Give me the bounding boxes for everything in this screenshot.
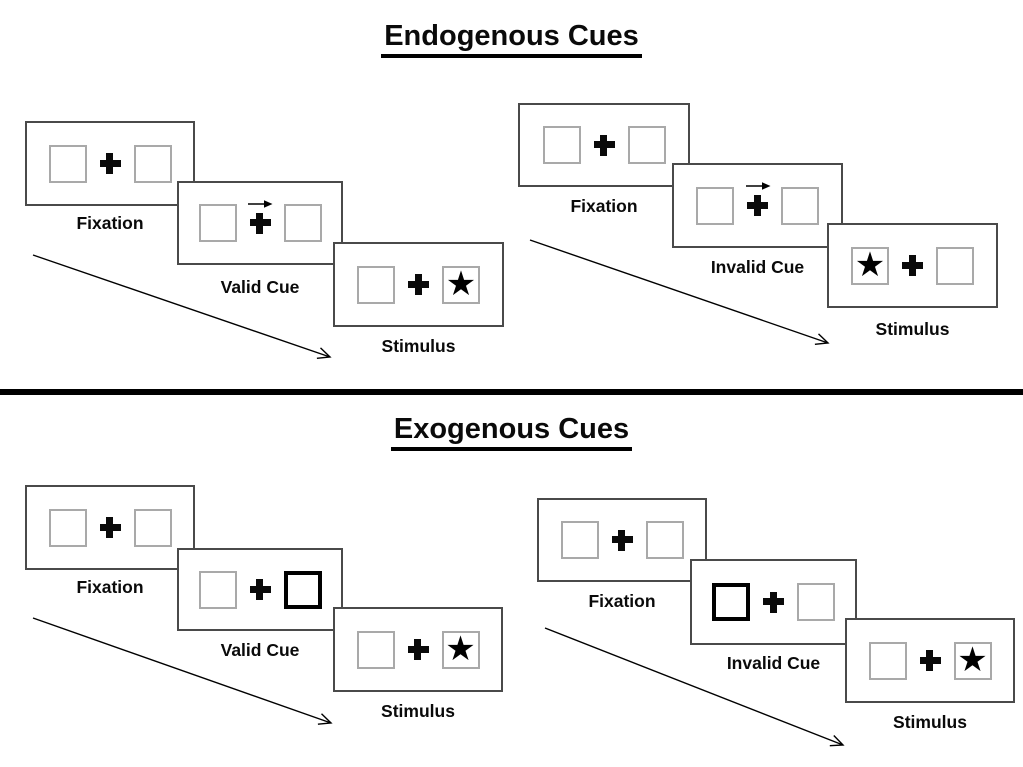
placeholder-box-left	[356, 630, 395, 669]
section-title-exogenous: Exogenous Cues	[0, 413, 1023, 451]
star-stimulus-icon: ★	[957, 639, 988, 680]
section-divider	[0, 389, 1023, 395]
fixation-cross-icon	[99, 153, 121, 174]
stimulus-panel: ★	[333, 242, 504, 327]
fixation-cross	[408, 274, 429, 295]
timeline-arrow-shaft	[544, 627, 844, 746]
panel-label-fixation: Fixation	[76, 213, 144, 233]
fixation-cross	[407, 639, 429, 660]
cue-panel	[672, 163, 843, 248]
fixation-cross	[902, 255, 923, 276]
timeline-arrow-exogenous-invalid	[544, 627, 845, 747]
panel-label-stimulus: Stimulus	[381, 701, 455, 721]
cue-highlight-box	[283, 570, 322, 609]
fixation-panel	[25, 121, 195, 206]
panel-label-cue: Valid Cue	[220, 277, 300, 297]
timeline-arrow-shaft	[32, 254, 331, 358]
timeline-arrow-head	[317, 713, 333, 725]
fixation-cross	[611, 529, 633, 551]
cue-panel	[690, 559, 857, 645]
star-box: ★	[851, 244, 889, 285]
panel-label-stimulus: Stimulus	[875, 319, 950, 339]
panel-label-fixation: Fixation	[76, 577, 144, 597]
section-title-text: Endogenous Cues	[381, 20, 642, 58]
placeholder-box-left	[48, 144, 87, 183]
timeline-arrow-head	[829, 735, 845, 747]
fixation-panel	[518, 103, 690, 187]
timeline-arrow-endogenous-valid	[32, 254, 332, 359]
timeline-arrow-exogenous-valid	[32, 617, 333, 725]
panel-label-stimulus: Stimulus	[381, 336, 456, 356]
placeholder-box-right	[645, 521, 684, 559]
fixation-cross	[249, 579, 271, 600]
timeline-arrow-endogenous-invalid	[529, 239, 830, 345]
fixation-cross-icon	[407, 639, 429, 660]
placeholder-box-left	[868, 641, 907, 680]
cue-direction-arrow-icon	[745, 182, 770, 190]
panel-label-cue: Valid Cue	[220, 640, 300, 660]
fixation-cross-icon	[747, 195, 768, 216]
timeline-arrow-shaft	[529, 239, 829, 344]
placeholder-box-right	[133, 508, 172, 547]
placeholder-box-right	[936, 246, 974, 285]
panel-label-cue: Invalid Cue	[726, 653, 821, 673]
fixation-panel	[537, 498, 707, 582]
star-box: ★	[442, 263, 480, 304]
placeholder-box-left	[696, 186, 734, 225]
panel-label-fixation: Fixation	[570, 196, 638, 216]
placeholder-box-left	[357, 265, 395, 304]
placeholder-box-right	[283, 204, 322, 242]
fixation-cross	[248, 199, 273, 234]
fixation-panel	[25, 485, 195, 570]
placeholder-box-left	[560, 521, 599, 559]
fixation-cross-icon	[919, 650, 941, 671]
fixation-cross-icon	[408, 274, 429, 295]
placeholder-box-right	[133, 144, 172, 183]
cue-panel	[177, 548, 343, 631]
fixation-cross-icon	[249, 212, 271, 234]
placeholder-box-right	[797, 583, 835, 621]
star-box: ★	[441, 628, 480, 669]
placeholder-box-left	[542, 126, 581, 164]
timeline-arrow-head	[316, 347, 332, 359]
star-box: ★	[953, 639, 992, 680]
fixation-cross-icon	[99, 517, 121, 538]
fixation-cross	[99, 153, 121, 174]
fixation-cross	[763, 591, 784, 613]
panel-label-stimulus: Stimulus	[893, 712, 967, 732]
placeholder-box-right	[781, 186, 819, 225]
cue-arrow-head	[761, 182, 770, 190]
cue-highlight-box	[712, 583, 750, 621]
fixation-cross	[919, 650, 941, 671]
fixation-cross	[99, 517, 121, 538]
star-stimulus-icon: ★	[445, 628, 476, 669]
cue-arrow-head	[264, 199, 273, 208]
panel-label-cue: Invalid Cue	[710, 257, 805, 277]
fixation-cross-icon	[902, 255, 923, 276]
cue-panel	[177, 181, 343, 265]
fixation-cross-icon	[763, 591, 784, 613]
placeholder-box-left	[48, 508, 87, 547]
fixation-cross	[593, 134, 615, 156]
panel-label-fixation: Fixation	[588, 591, 656, 611]
placeholder-box-left	[198, 570, 237, 609]
stimulus-panel: ★	[333, 607, 503, 692]
fixation-cross	[745, 182, 770, 216]
star-stimulus-icon: ★	[854, 244, 886, 285]
section-title-text: Exogenous Cues	[390, 413, 633, 451]
star-stimulus-icon: ★	[445, 263, 477, 304]
cue-direction-arrow-icon	[248, 199, 273, 208]
fixation-cross-icon	[593, 134, 615, 156]
placeholder-box-left	[198, 204, 237, 242]
placeholder-box-right	[627, 126, 666, 164]
stimulus-panel: ★	[845, 618, 1015, 703]
fixation-cross-icon	[611, 529, 633, 551]
timeline-arrow-shaft	[32, 617, 332, 724]
fixation-cross-icon	[249, 579, 271, 600]
stimulus-panel: ★	[827, 223, 998, 308]
section-title-endogenous: Endogenous Cues	[0, 20, 1023, 58]
